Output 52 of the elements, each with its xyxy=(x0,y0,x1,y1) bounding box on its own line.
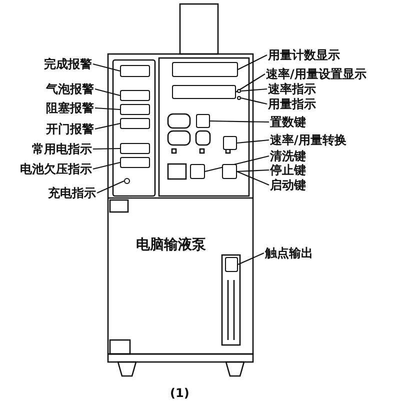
leader-line xyxy=(238,252,264,265)
indicator-lamp xyxy=(120,143,150,154)
indicator-lamp xyxy=(237,89,241,93)
indicator-lamp xyxy=(120,65,150,77)
figure-caption: (1) xyxy=(170,386,190,400)
indicator-lamp xyxy=(120,157,150,168)
leader-line xyxy=(236,74,266,92)
callout-label: 停止键 xyxy=(270,163,306,177)
charge-lamp xyxy=(124,178,130,184)
callout-label: 常用电指示 xyxy=(32,142,92,156)
key-button xyxy=(190,164,205,179)
callout-label: 电池欠压指示 xyxy=(20,162,92,176)
leader-line xyxy=(204,155,270,172)
indicator-lamp xyxy=(120,104,150,115)
leader-line xyxy=(236,169,270,172)
callout-label: 清洗键 xyxy=(270,149,306,163)
callout-label: 用量计数显示 xyxy=(268,48,340,62)
leader-line xyxy=(238,54,268,70)
callout-label: 充电指示 xyxy=(48,186,96,200)
leader-line xyxy=(94,122,120,130)
indicator-lamp xyxy=(237,96,241,100)
callout-label: 启动键 xyxy=(270,178,306,192)
leader-line xyxy=(240,88,268,92)
callout-label: 阻塞报警 xyxy=(46,101,94,115)
leader-line xyxy=(92,63,120,72)
leader-line xyxy=(236,139,270,144)
leader-line xyxy=(240,97,268,105)
output-port xyxy=(225,257,238,272)
leader-line xyxy=(92,162,120,170)
device-name: 电脑输液泵 xyxy=(136,238,206,252)
key-button xyxy=(222,164,237,179)
indicator-lamp xyxy=(120,118,150,129)
key-button xyxy=(196,114,210,128)
leader-line xyxy=(236,171,270,186)
leader-line xyxy=(96,180,124,194)
leader-line xyxy=(94,88,120,96)
leader-line xyxy=(94,107,120,110)
callout-label: 置数键 xyxy=(270,115,306,129)
callout-label: 触点输出 xyxy=(265,246,313,260)
callout-label: 用量指示 xyxy=(268,97,316,111)
display-window xyxy=(172,85,236,99)
callout-label: 速率/用量转换 xyxy=(270,133,346,147)
callout-label: 速率指示 xyxy=(268,82,316,96)
indicator-lamp xyxy=(120,90,150,101)
leader-line xyxy=(210,120,269,123)
callout-label: 完成报警 xyxy=(44,57,92,71)
callout-label: 速率/用量设置显示 xyxy=(266,67,366,81)
key-button xyxy=(223,136,237,150)
display-window xyxy=(172,62,238,77)
leader-line xyxy=(93,148,120,150)
callout-label: 气泡报警 xyxy=(46,82,94,96)
callout-label: 开门报警 xyxy=(46,122,94,136)
